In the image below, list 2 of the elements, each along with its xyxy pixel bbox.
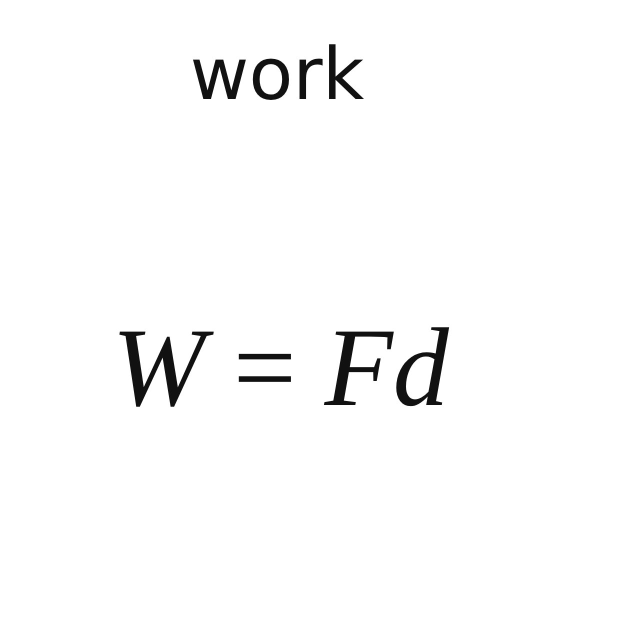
title: work [190,38,364,110]
formula: W = Fd [112,312,449,424]
